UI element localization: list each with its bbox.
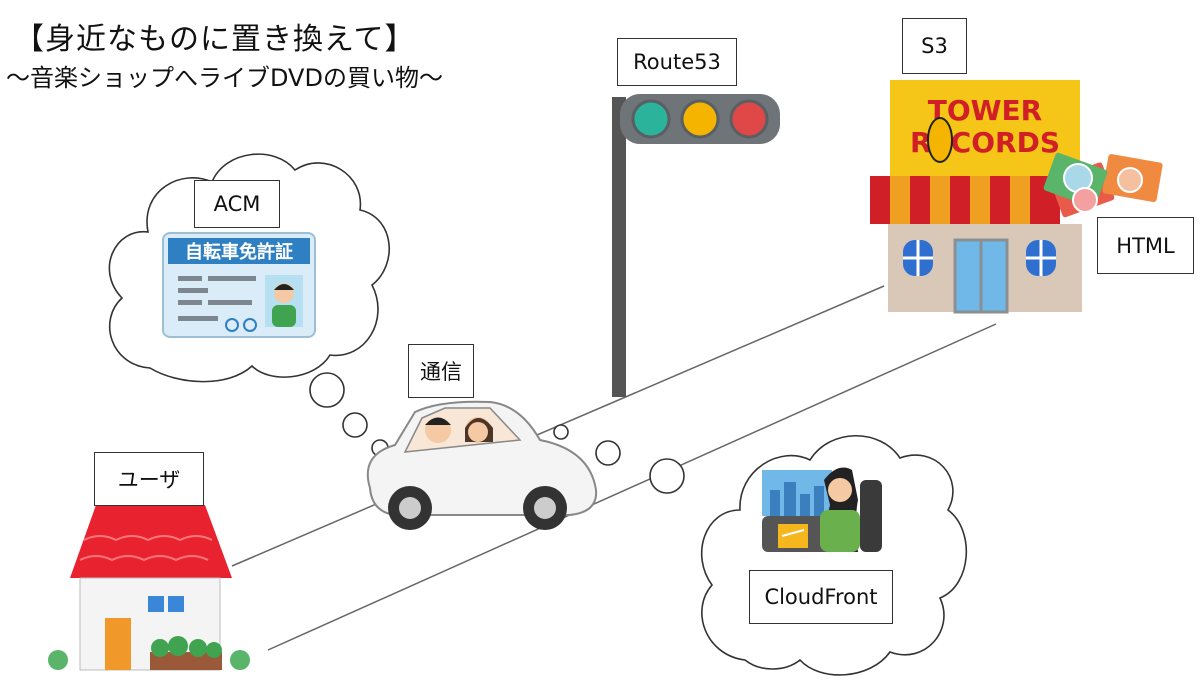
cloudfront-label: CloudFront	[749, 570, 893, 624]
page-subtitle: ～音楽ショップへライブDVDの買い物～	[6, 64, 443, 92]
house-icon	[48, 505, 250, 671]
cursor-ellipse-icon	[927, 117, 953, 163]
acm-label: ACM	[194, 180, 280, 228]
html-label: HTML	[1097, 217, 1194, 274]
car-navigation-icon	[762, 467, 882, 552]
dvd-cases-icon	[1043, 152, 1163, 218]
record-store-icon: TOWER RECORDS	[870, 80, 1082, 314]
s3-label: S3	[902, 18, 967, 74]
cloudfront-thought-cloud	[553, 424, 967, 676]
road-line-lower	[267, 323, 997, 651]
route53-label: Route53	[617, 38, 737, 86]
tsushin-label: 通信	[408, 344, 474, 398]
user-label: ユーザ	[94, 452, 204, 506]
page-title: 【身近なものに置き換えて】	[14, 22, 416, 57]
traffic-light-icon	[612, 94, 780, 397]
license-card-icon: 自転車免許証	[162, 232, 316, 338]
car-icon	[366, 400, 598, 530]
license-heading: 自転車免許証	[185, 241, 293, 263]
